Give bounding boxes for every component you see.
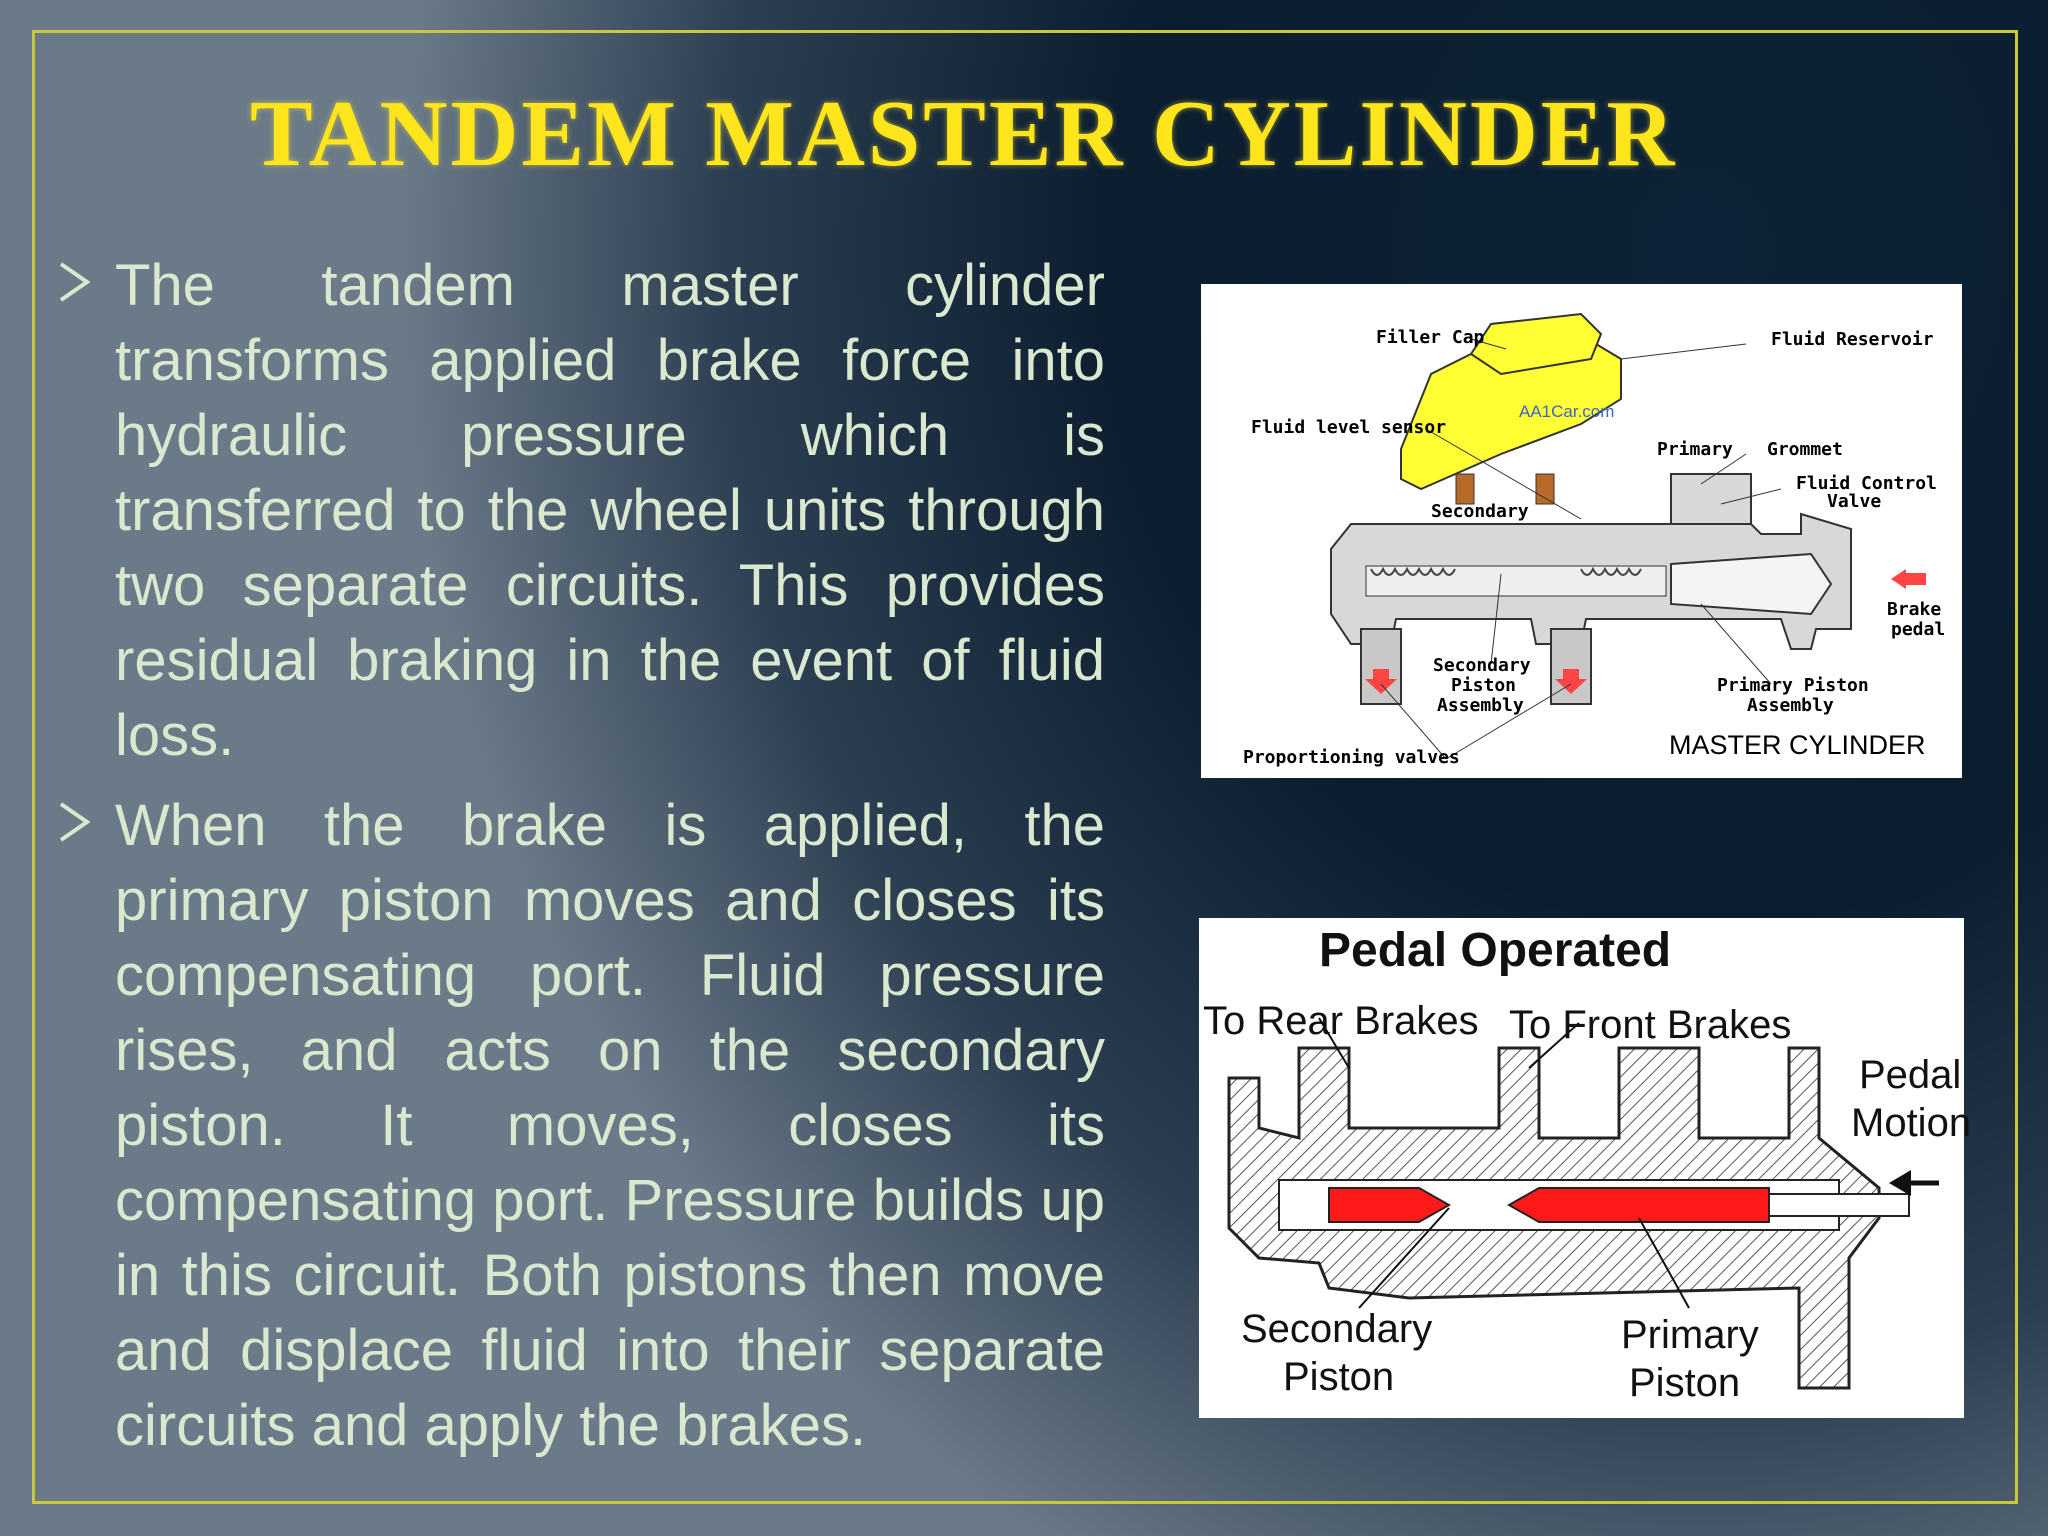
label-secondary-piston-2: Piston [1283,1355,1395,1399]
fig2-title: Pedal Operated [1319,924,1672,977]
label-proportioning-valves: Proportioning valves [1243,747,1460,768]
label-pedal-motion-1: Pedal [1859,1053,1962,1097]
arrow-bullet-icon [59,262,91,302]
label-pedal-motion-2: Motion [1851,1101,1972,1145]
master-cylinder-diagram: Filler Cap Fluid Reservoir AA1Car.com Fl… [1201,284,1962,778]
bullet-text: When the brake is applied, the primary p… [115,793,1105,1458]
label-to-front: To Front Brakes [1509,1003,1792,1047]
label-primary-piston-1: Primary Piston [1717,675,1869,696]
label-fluid-control-1: Fluid Control [1796,473,1937,494]
label-fluid-reservoir: Fluid Reservoir [1771,329,1934,350]
slide-frame [32,30,2018,1504]
label-secondary: Secondary [1431,501,1529,522]
filler-cap-shape [1469,312,1603,376]
down-arrow-icon [1555,669,1587,694]
label-caption: MASTER CYLINDER [1669,730,1926,760]
primary-spring [1580,566,1642,576]
label-brake-pedal-1: Brake [1887,599,1942,620]
arrow-shaft [1906,573,1926,585]
label-filler-cap: Filler Cap [1376,327,1485,348]
arrow-bullet-icon [59,802,91,842]
pedal-operated-diagram: Pedal Operated To Rear Brakes To Front B… [1199,918,1971,1418]
secondary-piston-shape [1328,1187,1452,1223]
label-primary: Primary [1657,439,1733,460]
master-cylinder-drawing [1330,312,1926,760]
grommet-primary [1535,473,1555,505]
primary-piston-shape [1506,1187,1770,1223]
label-to-rear: To Rear Brakes [1203,999,1479,1043]
secondary-spring [1370,566,1456,576]
label-secondary-piston-3: Assembly [1437,695,1524,716]
label-watermark: AA1Car.com [1519,402,1615,421]
label-fluid-level-sensor: Fluid level sensor [1251,417,1447,438]
bore [1365,565,1667,597]
label-grommet: Grommet [1767,439,1843,460]
label-secondary-piston-1: Secondary [1433,655,1531,676]
primary-piston-shape [1670,552,1833,616]
bullet-item: When the brake is applied, the primary p… [55,788,1105,1463]
label-secondary-piston-2: Piston [1451,675,1517,696]
label-primary-piston-2: Piston [1629,1361,1741,1405]
grommet-secondary [1455,473,1475,505]
label-fluid-control-2: Valve [1827,491,1882,512]
label-secondary-piston-1: Secondary [1241,1307,1433,1351]
down-arrow-icon [1365,669,1397,694]
pushrod [1768,1193,1910,1217]
bullet-text: The tandem master cylinder transforms ap… [115,253,1105,768]
label-primary-piston-2: Assembly [1747,695,1834,716]
pedal-motion-arrow-icon [1889,1170,1911,1196]
bullet-item: The tandem master cylinder transforms ap… [55,248,1105,773]
left-arrow-icon [1891,569,1906,589]
slide-title: TANDEM MASTER CYLINDER [250,82,1678,186]
label-brake-pedal-2: pedal [1891,619,1946,640]
label-primary-piston-1: Primary [1621,1313,1759,1357]
control-valve-body [1670,473,1752,525]
pedal-operated-drawing [1227,1017,1939,1390]
